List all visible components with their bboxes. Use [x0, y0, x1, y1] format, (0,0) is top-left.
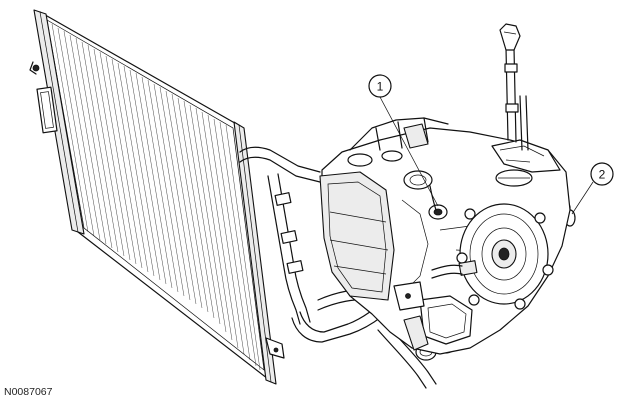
figure-id: N0087067 — [4, 386, 53, 398]
transmission-assembly — [319, 23, 571, 355]
cooler-radiator — [29, 9, 285, 385]
callout-2: 2 — [571, 162, 614, 215]
callout-1: 1 — [368, 74, 439, 207]
callout-2-label: 2 — [599, 168, 606, 182]
callout-1-label: 1 — [377, 80, 384, 94]
